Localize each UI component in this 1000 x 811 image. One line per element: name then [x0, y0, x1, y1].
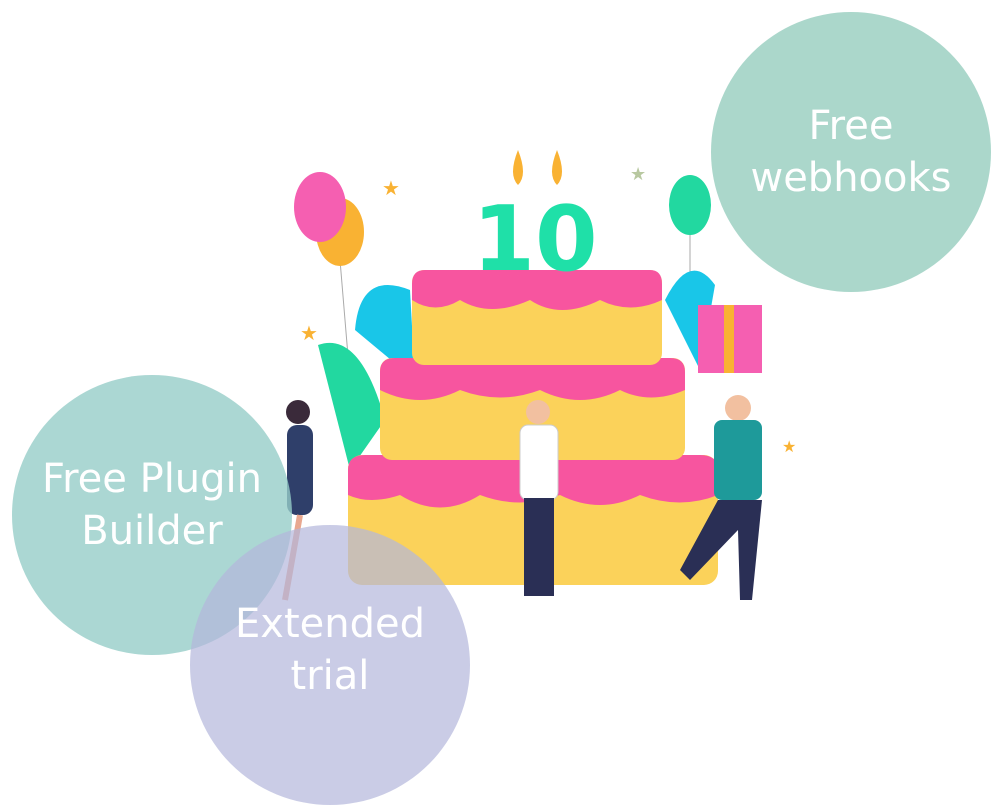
star-icons: ★ ★ ★ ★ — [300, 164, 796, 456]
person-woman-center — [519, 400, 559, 596]
leaf — [318, 342, 385, 470]
svg-text:★: ★ — [300, 321, 318, 345]
bubble-free-webhooks: Free webhooks — [711, 12, 991, 292]
person-man-right — [680, 395, 762, 600]
bubble-text: Extended — [235, 601, 425, 647]
bubble-text: Free — [808, 103, 894, 149]
gift-ribbon — [724, 305, 734, 373]
svg-text:★: ★ — [630, 164, 646, 185]
bubble-text: Builder — [81, 508, 223, 554]
bubble-text: trial — [290, 653, 370, 699]
candle-flame — [552, 150, 562, 185]
candle-flame — [513, 150, 523, 185]
cake-number-candles: 10 — [472, 187, 597, 292]
bubble-text: Free Plugin — [41, 456, 263, 502]
balloon-green — [669, 175, 711, 235]
leaf — [355, 285, 415, 380]
bubble-extended-trial: Extended trial — [190, 525, 470, 805]
svg-text:★: ★ — [382, 176, 400, 200]
icing — [380, 358, 685, 400]
icing — [412, 270, 662, 310]
bubble-text: webhooks — [750, 155, 952, 201]
balloon-pink — [294, 172, 346, 242]
svg-text:★: ★ — [782, 437, 796, 456]
